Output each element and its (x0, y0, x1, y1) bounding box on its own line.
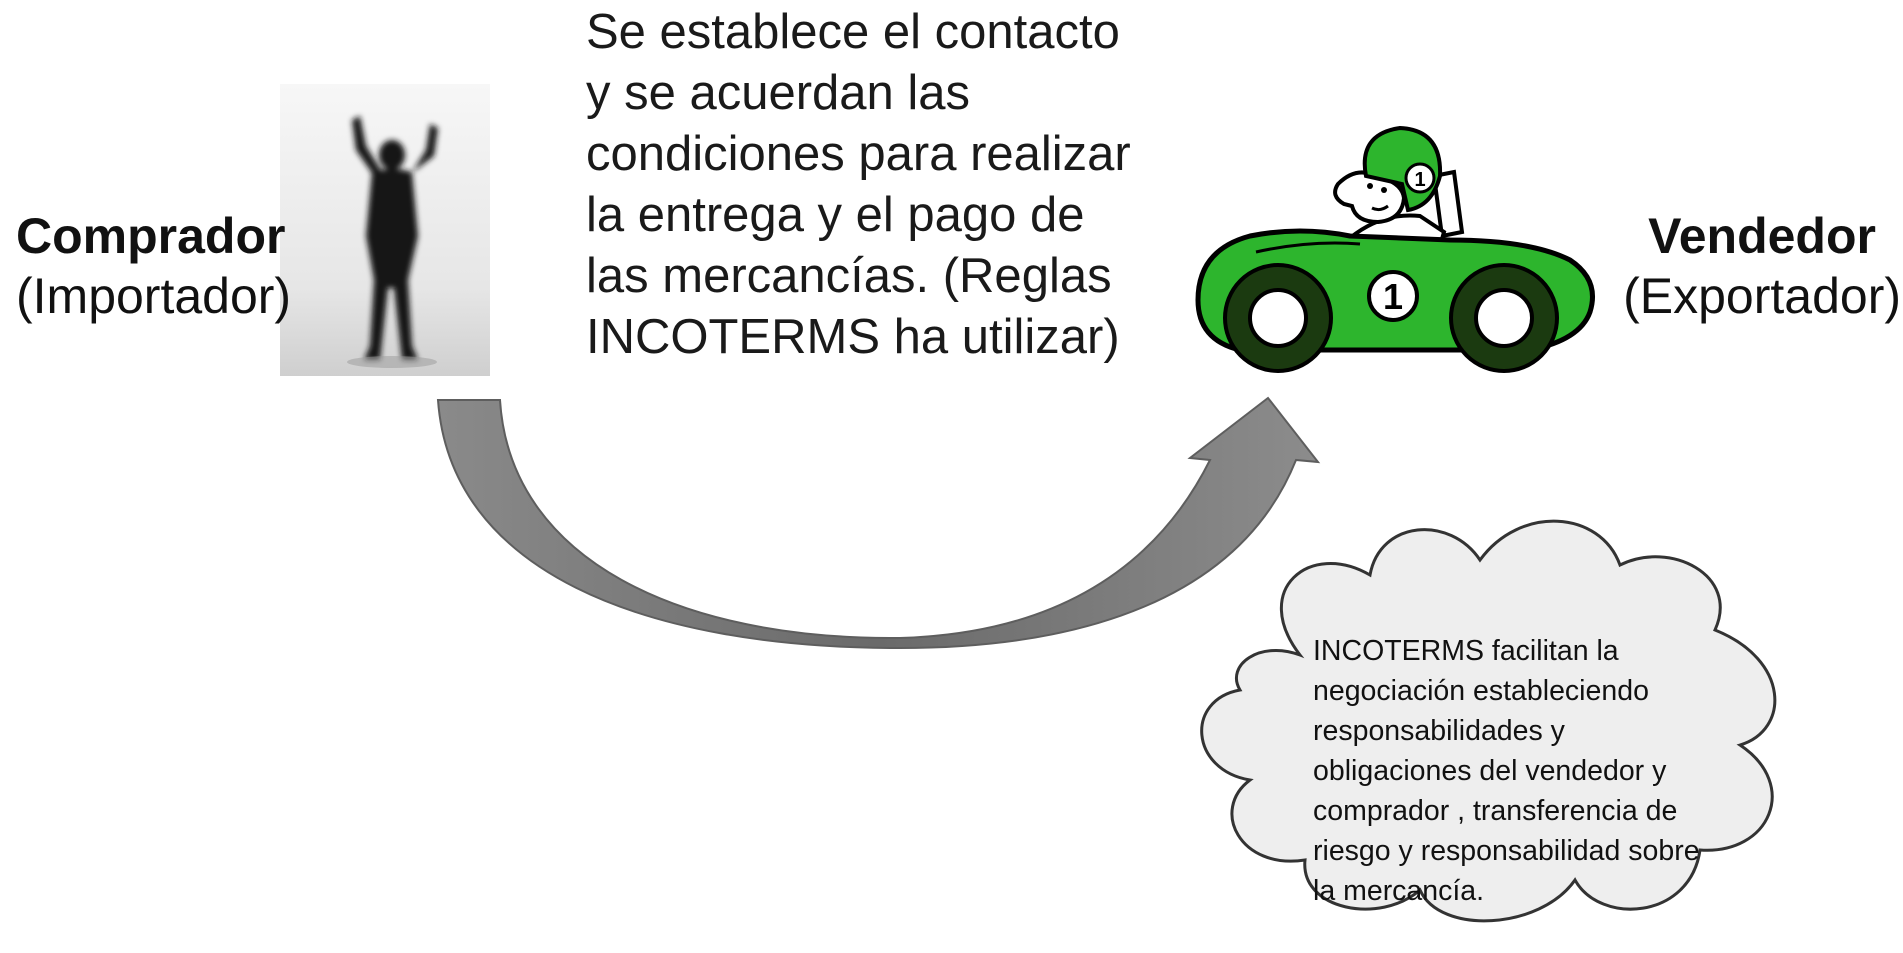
curved-arrow-icon (436, 396, 1321, 650)
buyer-label: Comprador (Importador) (16, 206, 291, 326)
cloud-icon (1200, 519, 1777, 923)
agreement-line: las mercancías. (Reglas (586, 249, 1112, 303)
agreement-line: condiciones para realizar (586, 127, 1131, 181)
agreement-line: INCOTERMS ha utilizar) (586, 310, 1120, 364)
race-car-icon (1195, 125, 1595, 373)
helmet-number: 1 (1414, 169, 1425, 191)
cloud-line: la mercancía. (1313, 875, 1485, 907)
seller-label: Vendedor (Exportador) (1623, 206, 1901, 326)
buyer-title: Comprador (16, 208, 286, 264)
agreement-line: Se establece el contacto (586, 5, 1120, 59)
cloud-line: responsabilidades y (1313, 715, 1565, 747)
cloud-line: negociación estableciendo (1313, 675, 1649, 707)
agreement-description: Se establece el contacto y se acuerdan l… (586, 2, 1166, 368)
cloud-line: obligaciones del vendedor y (1313, 755, 1667, 787)
car-number: 1 (1383, 276, 1403, 317)
cloud-line: comprador , transferencia de (1313, 795, 1678, 827)
person-silhouette-icon (280, 84, 490, 376)
seller-title: Vendedor (1648, 208, 1876, 264)
seller-subtitle: (Exportador) (1623, 268, 1901, 324)
cloud-line: riesgo y responsabilidad sobre (1313, 835, 1700, 867)
agreement-line: la entrega y el pago de (586, 188, 1085, 242)
agreement-line: y se acuerdan las (586, 66, 971, 120)
buyer-subtitle: (Importador) (16, 268, 292, 324)
cloud-note-text: INCOTERMS facilitan la negociación estab… (1313, 631, 1783, 911)
cloud-line: INCOTERMS facilitan la (1313, 635, 1619, 667)
